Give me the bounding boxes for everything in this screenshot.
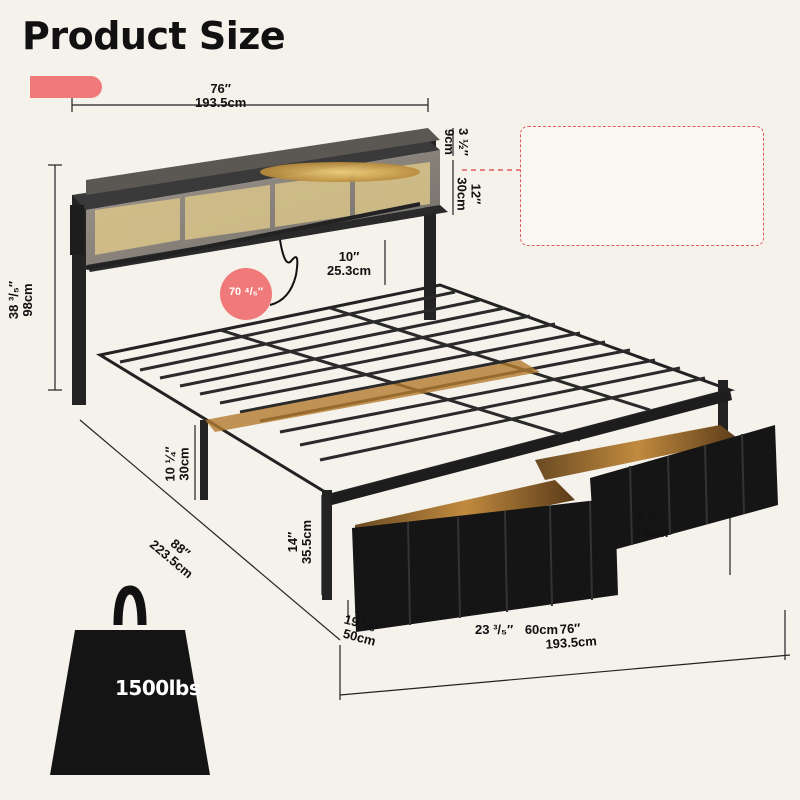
- weight-capacity-label: 1500lbs: [115, 676, 201, 700]
- drawer-height-label: 5 ½″ 14cm: [635, 511, 669, 540]
- shelf-height-label: 12″ 30cm: [454, 177, 484, 211]
- bed-width-label: 76″ 193.5cm: [544, 620, 598, 652]
- outlet-callout-border: [520, 126, 764, 246]
- clearance-label: 10 ¼″ 30cm: [162, 446, 192, 482]
- shelf-depth-label: 3 ½″ 9cm: [441, 128, 471, 156]
- shelf-gap-label: 10″ 25.3cm: [327, 249, 372, 278]
- weight-icon: [50, 585, 210, 775]
- drawer-width-label: 23 ³/₅″ 60cm: [475, 622, 559, 637]
- cable-length-badge: [220, 268, 272, 320]
- headboard-height-label: 38 ³/₅″ 98cm: [6, 280, 36, 320]
- cable-length-text: 70 ⁴/₅″: [228, 286, 264, 298]
- title-accent-bar: [30, 76, 102, 98]
- footboard-height-label: 14″ 35.5cm: [285, 519, 315, 565]
- page-title: Product Size: [22, 14, 286, 58]
- headboard-width-label: 76″ 193.5cm: [195, 81, 247, 110]
